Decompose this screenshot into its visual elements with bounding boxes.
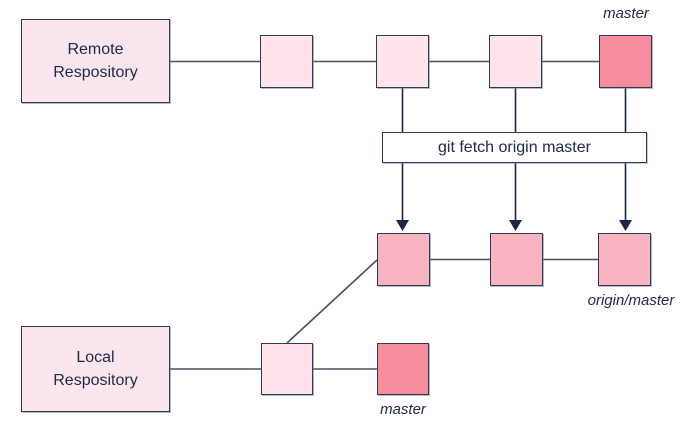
local-master-branch-label: master bbox=[380, 401, 426, 418]
local-commit-1 bbox=[261, 343, 313, 395]
origin-master-branch-label: origin/master bbox=[587, 292, 675, 309]
fetch-arrowhead-icon-1 bbox=[396, 220, 409, 231]
remote-commit-3 bbox=[489, 35, 542, 88]
fetch-arrowhead-icon-3 bbox=[619, 220, 632, 231]
remote-master-branch-label: master bbox=[603, 5, 649, 22]
fetched-commit-2 bbox=[490, 233, 543, 286]
git-fetch-command-box: git fetch origin master bbox=[382, 132, 647, 163]
local-repository-box: Local Respository bbox=[21, 326, 170, 412]
remote-commit-master-head bbox=[599, 35, 652, 88]
remote-repository-box: Remote Respository bbox=[21, 19, 170, 103]
local-to-fetched-diagonal-line bbox=[286, 259, 378, 344]
remote-commit-2 bbox=[376, 35, 429, 88]
remote-commit-1 bbox=[260, 35, 313, 88]
fetched-commit-1 bbox=[377, 233, 430, 286]
fetch-arrowhead-icon-2 bbox=[509, 220, 522, 231]
fetched-commit-origin-master-head bbox=[598, 233, 651, 286]
local-commit-master-head bbox=[377, 343, 429, 395]
